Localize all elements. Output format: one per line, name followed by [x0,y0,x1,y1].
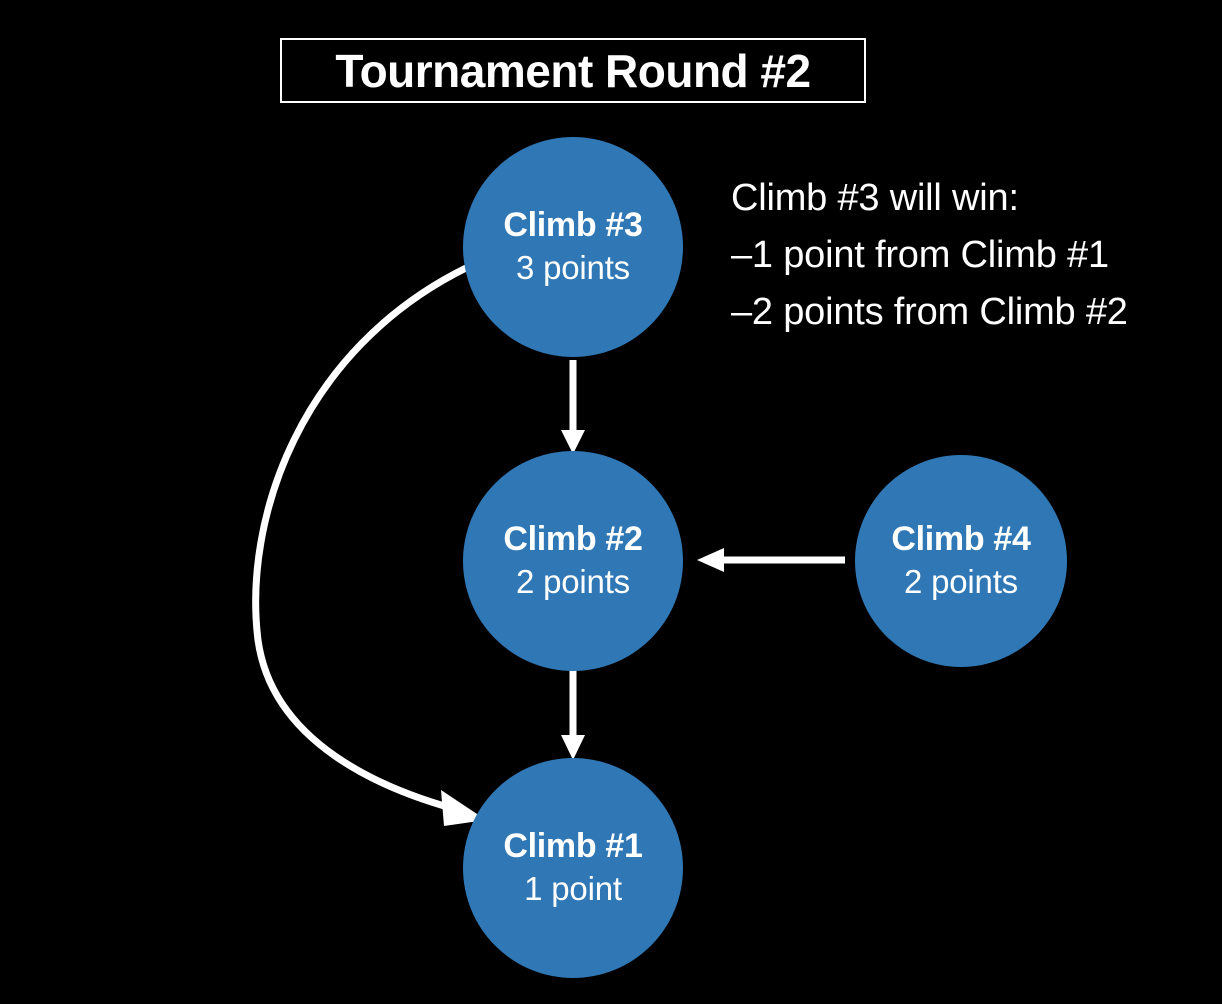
annotation-line-2: –1 point from Climb #1 [731,234,1109,276]
node-climb-2-label: Climb #2 [503,519,643,558]
node-climb-1-points: 1 point [524,869,622,907]
annotation-line-1: Climb #3 will win: [731,177,1019,219]
edge-climb3-to-climb1-curved [252,264,486,826]
node-climb-3-label: Climb #3 [503,205,643,244]
edge-climb3-to-climb2 [561,360,585,454]
node-climb-3-points: 3 points [516,248,630,286]
page-title: Tournament Round #2 [335,44,811,97]
node-climb-2-points: 2 points [516,562,630,600]
node-climb-1-label: Climb #1 [503,826,643,865]
node-climb-2[interactable]: Climb #2 2 points [463,451,683,671]
page-title-box: Tournament Round #2 [280,38,866,103]
annotation-text: Climb #3 will win: –1 point from Climb #… [731,170,1221,341]
edge-climb2-to-climb1 [561,662,585,760]
node-climb-4-points: 2 points [904,562,1018,600]
annotation-line-3: –2 points from Climb #2 [731,291,1128,333]
node-climb-3[interactable]: Climb #3 3 points [463,137,683,357]
node-climb-1[interactable]: Climb #1 1 point [463,758,683,978]
edge-climb4-to-climb2 [697,548,845,572]
node-climb-4[interactable]: Climb #4 2 points [855,455,1067,667]
node-climb-4-label: Climb #4 [891,519,1031,558]
